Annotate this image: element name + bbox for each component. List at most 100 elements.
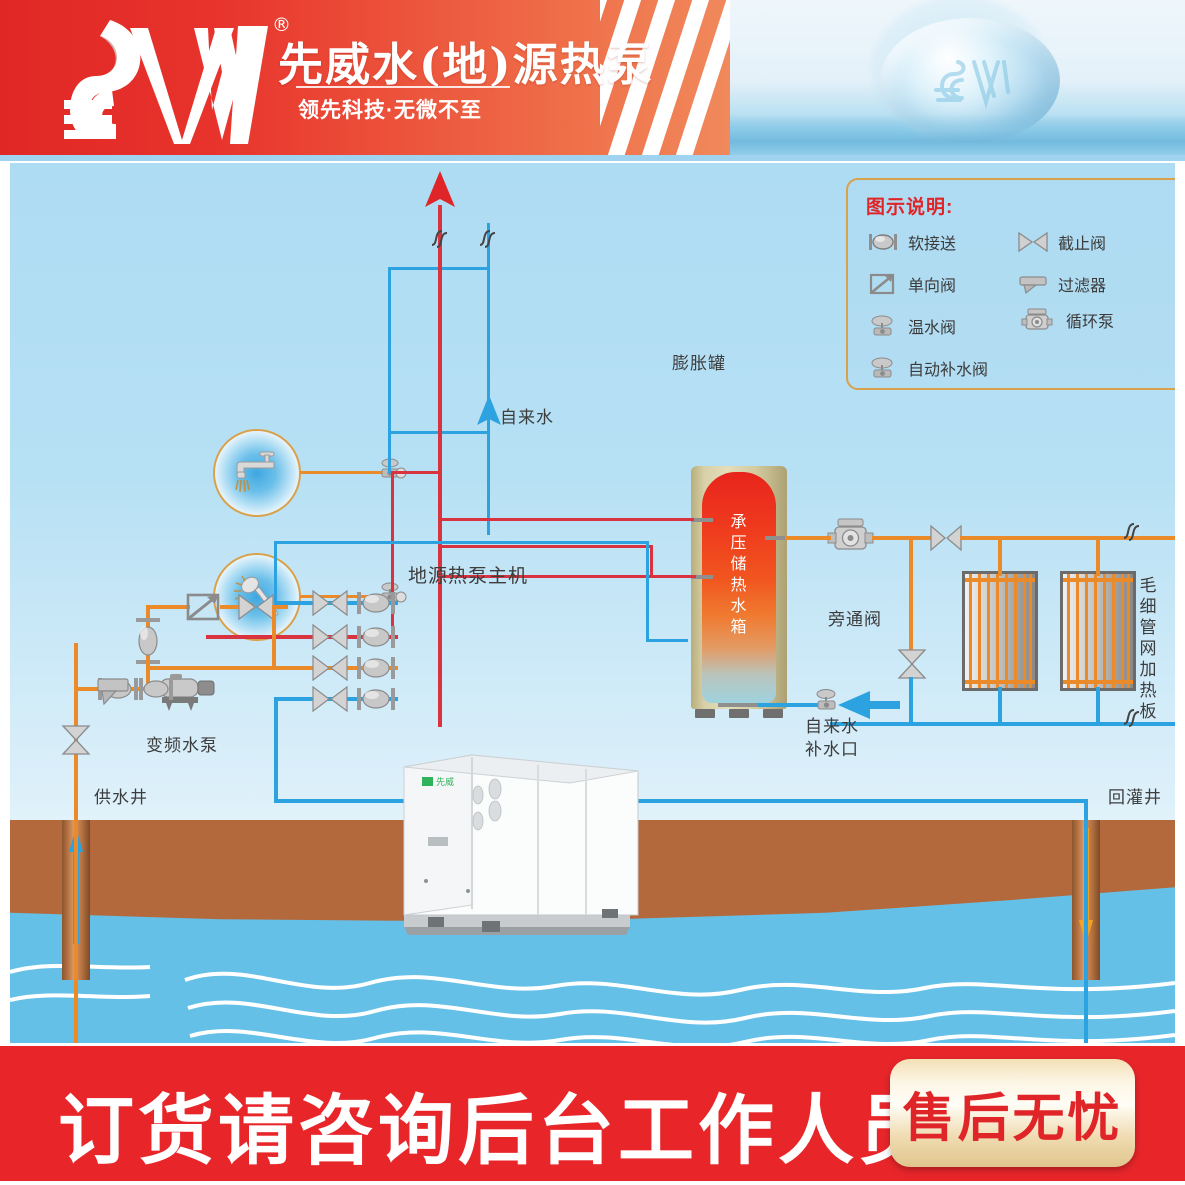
footer-message: 订货请咨询后台工作人员 (58, 1086, 938, 1175)
warm-supply-header (960, 536, 1175, 540)
legend-label: 循环泵 (1066, 314, 1115, 331)
bypass-return-pipe (909, 677, 913, 723)
ground-source-heat-pump-unit: 先威 (390, 749, 642, 949)
hpu-top-loop-right (646, 541, 649, 641)
after-sales-badge: 售后无忧 (890, 1059, 1135, 1167)
hpu-row1-flexible-joint-icon (357, 592, 395, 614)
tank-hot-return-step (650, 545, 653, 577)
registered-mark: ® (272, 14, 291, 36)
bypass-valve-icon[interactable] (896, 647, 928, 681)
tap-water-main-riser (487, 223, 490, 535)
footer-banner: 订货请咨询后台工作人员 售后无忧 (0, 1043, 1185, 1185)
legend-item-flexible-joint: 软接送 (866, 230, 956, 254)
hpu-row2-stop-valve-icon[interactable] (310, 623, 350, 651)
pressurized-storage-tank: 承压储热水箱 (691, 466, 787, 709)
legend-box: 图示说明: 软接送 截止阀 (846, 178, 1175, 390)
legend-label: 单向阀 (908, 278, 957, 295)
filter-icon (1019, 276, 1047, 295)
brand-slogan: 领先科技·无微不至 (298, 99, 482, 122)
well-supply-stop-valve-icon[interactable] (236, 593, 276, 621)
check-valve-unit-icon[interactable] (184, 591, 226, 623)
tank-nozzle-bottom (718, 703, 758, 707)
water-ball-photo (730, 0, 1185, 160)
bypass-branch-pipe (909, 536, 913, 661)
sw-logo (64, 20, 268, 144)
capillary-panel-right (1060, 571, 1136, 691)
capillary-left-return-drop (998, 687, 1002, 725)
flexible-joint-icon (869, 234, 897, 250)
tap-water-refill-label-line2: 补水口 (805, 740, 859, 759)
warm-water-valve-icon (871, 315, 893, 336)
tap-water-top-label: 自来水 (500, 408, 554, 427)
expansion-tank-label: 膨胀罐 (672, 354, 726, 373)
warm-supply-after-pump (872, 536, 932, 540)
pump-discharge-pipe (146, 659, 150, 689)
hot-branch-to-shower (391, 471, 394, 631)
faucet-supply-pipe (300, 471, 390, 474)
legend-item-warm-water-valve: 温水阀 (866, 314, 956, 338)
check-valve-icon (869, 273, 895, 295)
tank-nozzle-lower (691, 575, 713, 579)
legend-title: 图示说明: (866, 197, 954, 218)
water-ball-logo-icon (934, 60, 1010, 109)
hpu-top-loop-horizontal (274, 541, 649, 544)
hpu-row3-stop-valve-icon[interactable] (310, 654, 350, 682)
capillary-panel-left (962, 571, 1038, 691)
tank-refill-pipe (758, 703, 830, 707)
hpu-row2-flexible-joint-icon (357, 626, 395, 648)
legend-item-auto-refill-valve: 自动补水阀 (866, 356, 988, 380)
well-supply-right-corner (272, 605, 288, 609)
tap-water-refill-arrow-icon (838, 691, 900, 719)
hpu-right-bottom-run (646, 639, 688, 642)
return-well-downpipe (1084, 799, 1088, 1043)
brand-title: 先威水(地)源热泵 (278, 38, 654, 91)
warm-supply-from-tank (785, 536, 831, 540)
supply-well-stop-valve-icon[interactable] (60, 723, 92, 757)
tank-circulation-pump-icon[interactable] (827, 518, 875, 558)
lower-return-left-run (274, 799, 1087, 803)
inline-filter-icon (97, 678, 129, 706)
header-blue-rule (0, 155, 1185, 161)
heat-pump-unit-label: 地源热泵主机 (408, 566, 529, 587)
capillary-panel-label: 毛细管网加热板 (1139, 576, 1157, 721)
faucet-icon (235, 451, 275, 493)
capillary-left-supply-drop (998, 536, 1002, 576)
supply-well-label: 供水井 (94, 788, 148, 807)
legend-label: 自动补水阀 (908, 362, 989, 379)
warm-supply-stop-valve-icon[interactable] (928, 523, 964, 553)
heat-pump-machine-image: 先威 (403, 754, 639, 935)
hpu-pipe-row2 (206, 635, 398, 639)
well-supply-right-run (272, 605, 276, 667)
tap-water-refill-label-line1: 自来水 (805, 717, 859, 736)
capillary-return-header (830, 722, 1175, 726)
faucet-illustration (213, 429, 301, 517)
hpu-row1-stop-valve-icon[interactable] (310, 589, 350, 617)
tank-nozzle-upper (691, 518, 713, 522)
legend-item-circulation-pump: 循环泵 (1016, 308, 1114, 332)
tank-hot-return-horizontal (438, 575, 696, 578)
legend-label: 过滤器 (1058, 278, 1107, 295)
hpu-top-loop-left (274, 541, 277, 603)
suction-joint-icon (139, 678, 173, 700)
footer-bottom-rule (0, 1181, 1185, 1185)
pipe-break-mark-return-icon (1123, 709, 1140, 727)
bypass-valve-label: 旁通阀 (828, 610, 882, 629)
legend-label: 截止阀 (1058, 236, 1107, 253)
pipe-break-mark-hot-icon (431, 230, 448, 248)
stop-valve-icon (1018, 231, 1048, 253)
hpu-pipe-row3 (146, 666, 398, 670)
hpu-row4-stop-valve-icon[interactable] (310, 685, 350, 713)
auto-refill-valve-tank-icon[interactable] (810, 687, 844, 719)
hot-water-up-arrow-icon (425, 171, 455, 207)
capillary-right-supply-drop (1096, 536, 1100, 576)
aquifer-waves (10, 963, 1175, 1043)
hot-branch-to-faucet (391, 471, 441, 474)
hot-water-main-riser (438, 205, 442, 727)
brand-divider (296, 86, 510, 88)
storage-tank-label: 承压储热水箱 (730, 514, 748, 636)
tap-water-up-arrow-icon (477, 395, 501, 425)
tank-heat-gradient (702, 472, 776, 703)
well-supply-mid (220, 605, 242, 609)
header-banner: ® 先威水(地)源热泵 领先科技·无微不至 (0, 0, 1185, 160)
tank-nozzle-right (765, 536, 787, 540)
